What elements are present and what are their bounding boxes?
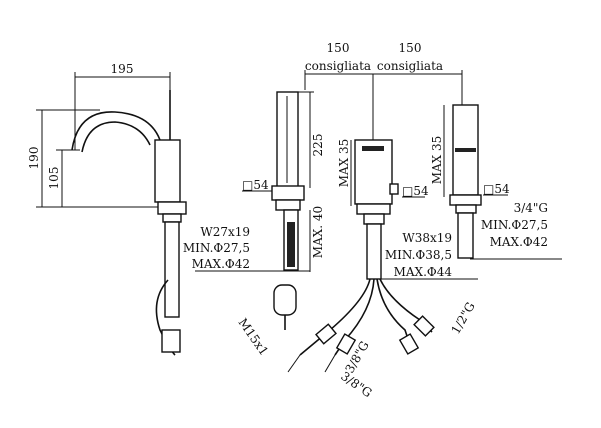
faucet-side-view: 195 190 105: [27, 62, 187, 356]
spout-thread-label: 3/4"G: [514, 201, 548, 215]
spacing-left-note: consigliata: [305, 59, 371, 73]
hose4-connection-label: 1/2"G: [448, 300, 477, 337]
handshower-thread-label: W27x19: [200, 225, 250, 239]
spout-base-label: □54: [483, 182, 510, 196]
handshower-min-hole-label: MIN.Φ27,5: [183, 241, 250, 255]
faucet-spout-height-label: 105: [47, 167, 61, 190]
spout-max-hole-label: MAX.Φ42: [490, 235, 548, 249]
hose3-connection-label: 3/8"G: [338, 369, 374, 400]
spacing-right-note: consigliata: [377, 59, 443, 73]
faucet-width-label: 195: [111, 62, 134, 76]
handshower-view: 225 □54 MAX. 40 W27x19 MIN.Φ27,5 MAX.Φ42: [183, 91, 325, 330]
handshower-max-thickness-label: MAX. 40: [311, 206, 325, 258]
handshower-base-label: □54: [242, 178, 269, 192]
hose1-connection-label: M15x1: [236, 316, 272, 358]
mixer-base-label: □54: [402, 184, 429, 198]
spout-max-thickness-label: MAX 35: [430, 136, 444, 185]
mixer-max-hole-label: MAX.Φ44: [394, 265, 453, 279]
faucet-height-label: 190: [27, 147, 41, 170]
handshower-max-hole-label: MAX.Φ42: [192, 257, 250, 271]
mixer-max-thickness-label: MAX 35: [337, 139, 351, 188]
spacing-left-value: 150: [327, 41, 350, 55]
handshower-height-label: 225: [311, 134, 325, 157]
spout-min-hole-label: MIN.Φ27,5: [481, 218, 548, 232]
spacing-dimensions: 150 consigliata 150 consigliata: [304, 41, 463, 140]
mixer-thread-label: W38x19: [402, 231, 452, 245]
spout-view: MAX 35 □54 3/4"G MIN.Φ27,5 MAX.Φ42: [430, 104, 562, 260]
connection-hoses: M15x1 3/8"G 3/8"G 1/2"G: [236, 278, 478, 400]
mixer-view: MAX 35 □54 W38x19 MIN.Φ38,5 MAX.Φ44: [337, 139, 478, 280]
mixer-min-hole-label: MIN.Φ38,5: [385, 248, 452, 262]
spacing-right-value: 150: [399, 41, 422, 55]
